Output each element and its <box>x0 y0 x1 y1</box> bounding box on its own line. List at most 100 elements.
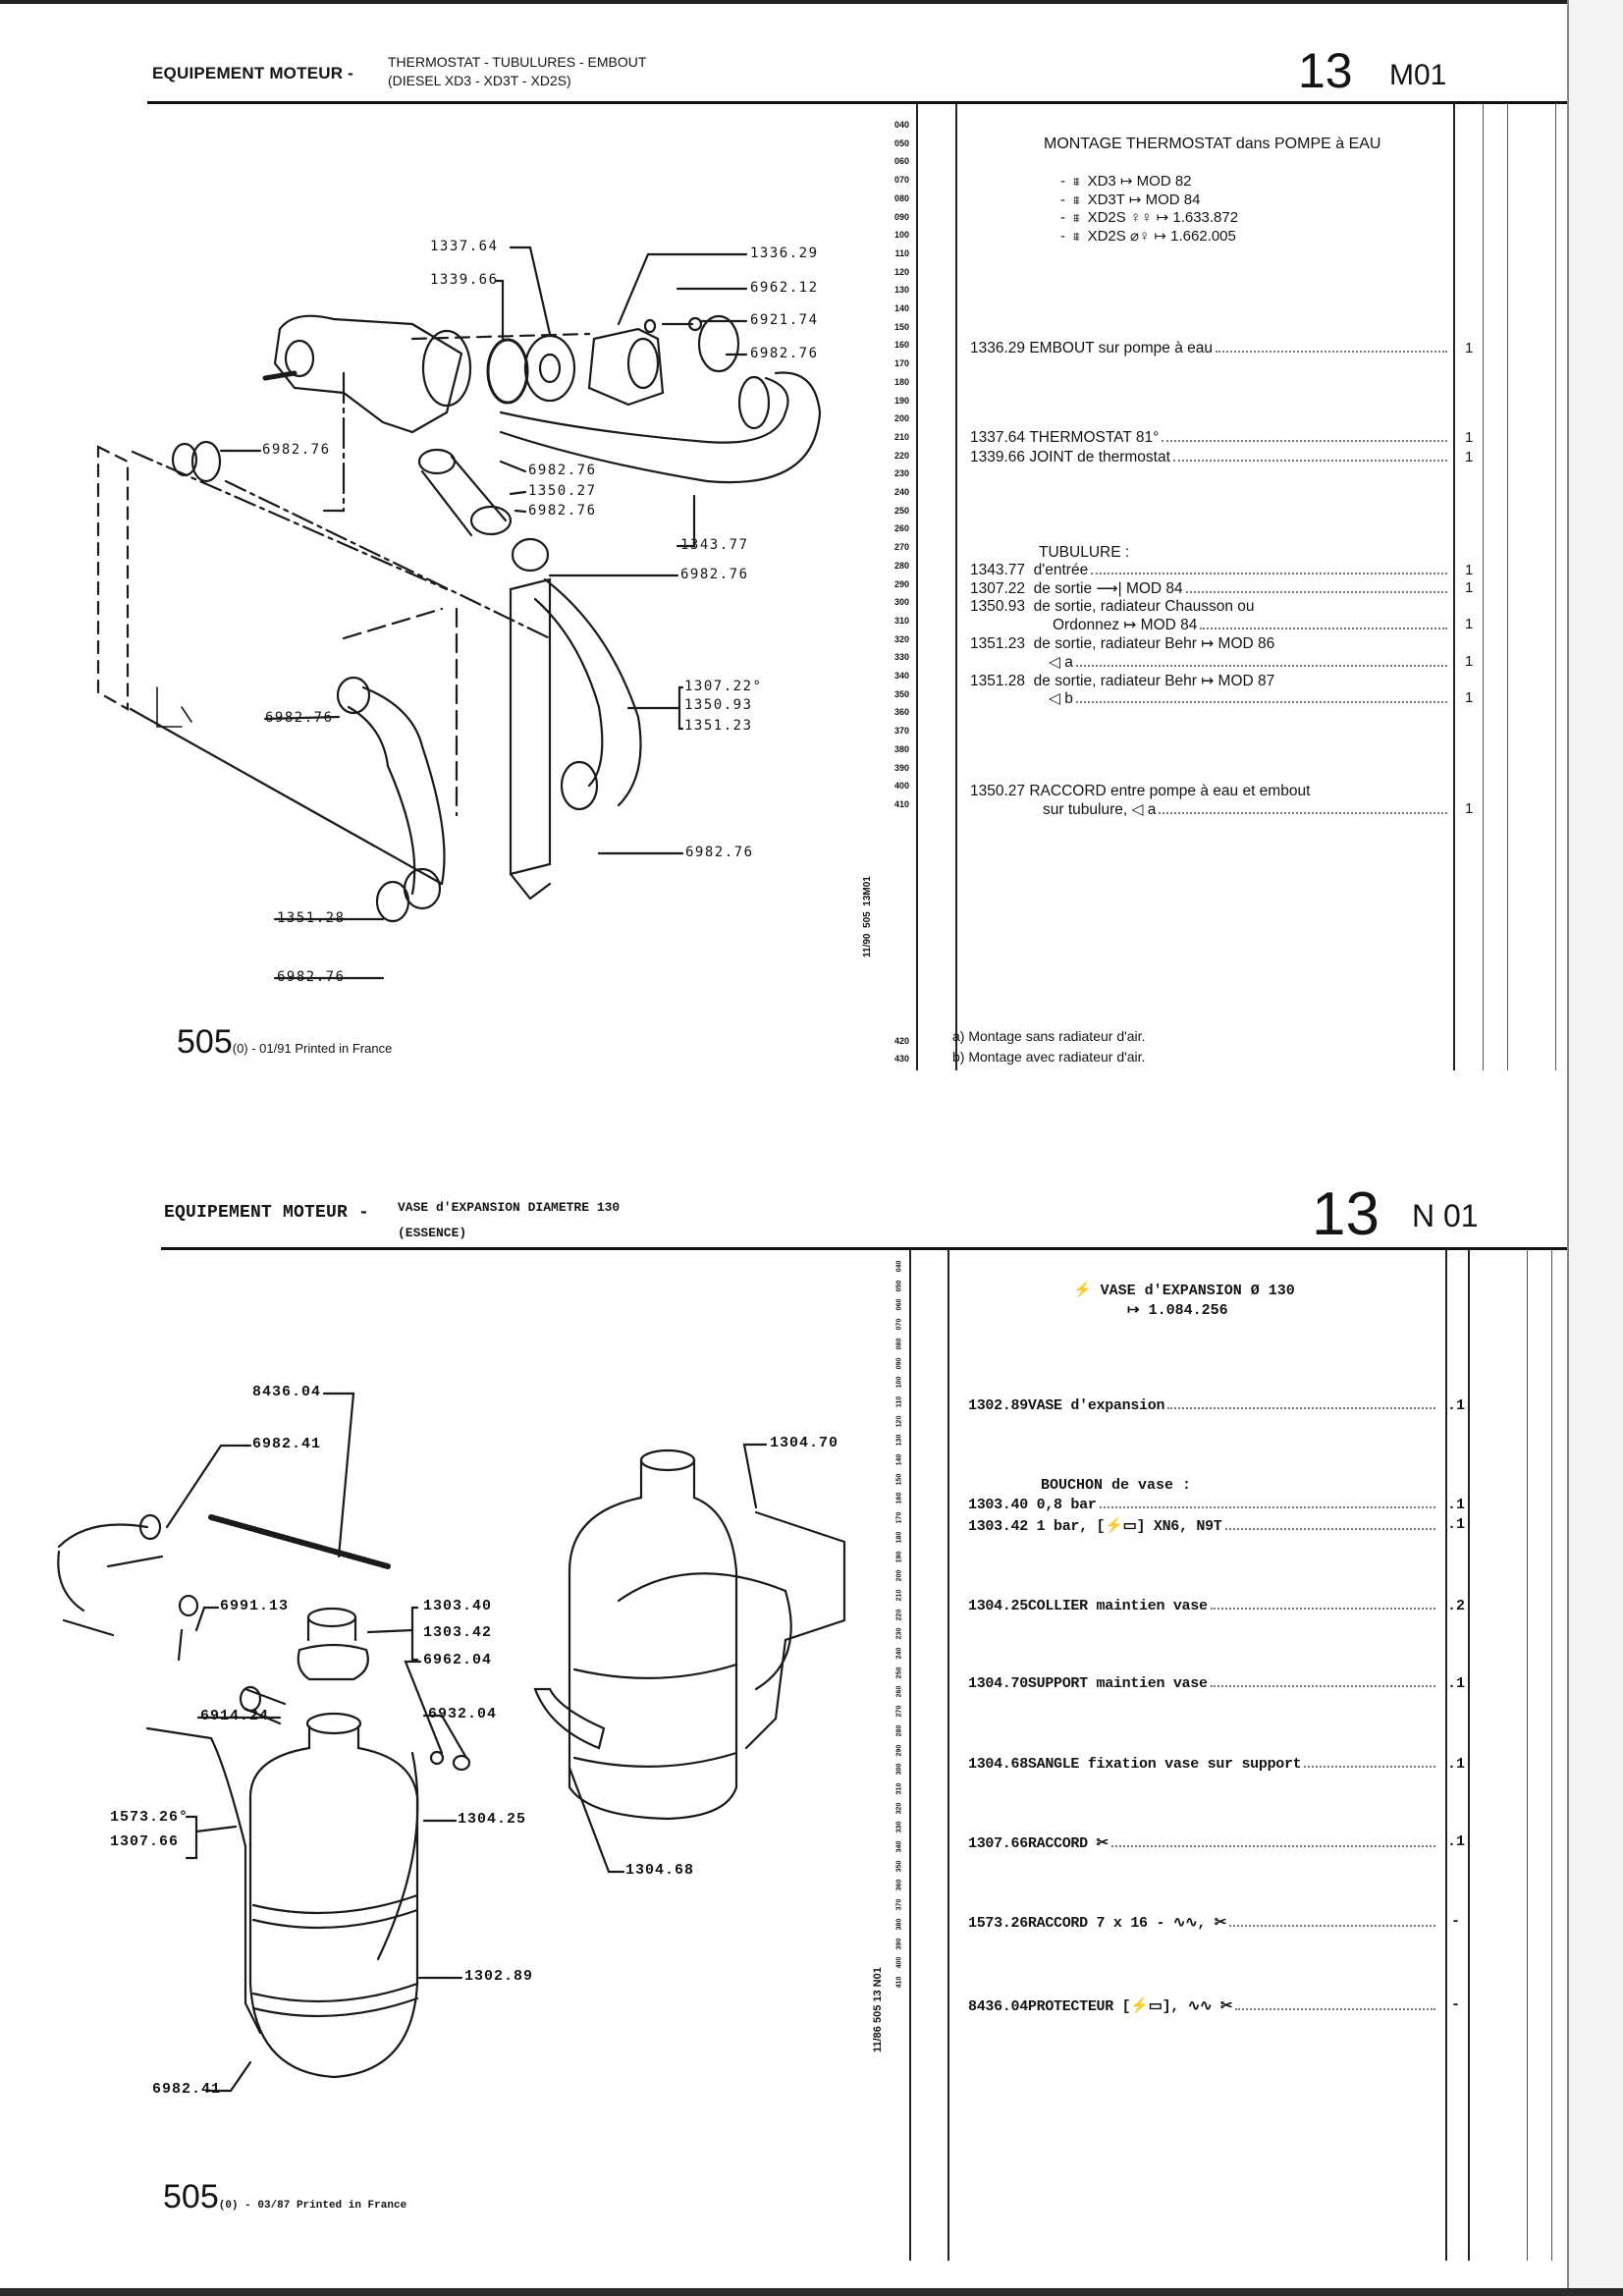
part-row[interactable]: 1350.27 RACCORD entre pompe à eau et emb… <box>970 783 1451 800</box>
page-code: N 01 <box>1412 1198 1479 1233</box>
print-info: (0) - 01/91 Printed in France <box>232 1041 393 1056</box>
line-number: 260 <box>895 1686 903 1698</box>
part-row[interactable]: 1303.42 1 bar, [⚡▭] XN6, N9T <box>968 1516 1439 1535</box>
part-qty: .2 <box>1447 1598 1466 1614</box>
dot-leader <box>1075 665 1447 667</box>
engine-icon: ⩩ <box>1073 211 1080 225</box>
part-row[interactable]: 1351.23 de sortie, radiateur Behr ↦ MOD … <box>970 634 1451 653</box>
part-desc: d'entrée <box>1033 562 1089 578</box>
line-number: 060 <box>895 1299 903 1311</box>
callout-label: 6921.74 <box>750 312 819 328</box>
column-divider <box>1483 103 1484 1070</box>
part-desc: ◁ a <box>1049 654 1073 671</box>
section-header-sub: THERMOSTAT - TUBULURES - EMBOUT (DIESEL … <box>388 53 646 90</box>
line-number: 150 <box>893 321 909 332</box>
line-number: 250 <box>893 505 909 516</box>
part-row[interactable]: 1307.22 de sortie ⟶| MOD 84 <box>970 579 1451 598</box>
header-subtitle-line1: VASE d'EXPANSION DIAMETRE 130 <box>398 1200 621 1215</box>
part-qty: 1 <box>1465 562 1474 578</box>
part-ref: 1304.68 <box>968 1756 1028 1773</box>
callout-label: 6982.76 <box>265 710 334 726</box>
part-desc: JOINT de thermostat <box>1029 449 1170 465</box>
part-row-continuation: ◁ a <box>1049 653 1451 672</box>
group-heading: TUBULURE : <box>1039 544 1130 561</box>
part-ref: 1304.70 <box>968 1675 1028 1692</box>
part-desc: de sortie ⟶| MOD 84 <box>1033 580 1183 597</box>
dot-leader <box>1091 573 1447 574</box>
line-number: 080 <box>895 1338 903 1350</box>
dot-leader <box>1099 1506 1435 1508</box>
line-number: 430 <box>893 1054 909 1064</box>
line-number: 230 <box>893 468 909 479</box>
line-number: 340 <box>893 671 909 681</box>
part-ref: 1350.27 <box>970 783 1026 799</box>
part-ref: 1304.25 <box>968 1598 1028 1614</box>
scan-edge-right <box>1567 0 1623 2296</box>
callout-label: 1303.42 <box>423 1624 493 1641</box>
callout-label: 6982.76 <box>750 346 819 361</box>
line-number: 250 <box>895 1667 903 1679</box>
column-divider <box>1453 103 1455 1070</box>
part-row[interactable]: 1337.64 THERMOSTAT 81° <box>970 429 1451 447</box>
line-number: 290 <box>893 578 909 589</box>
part-row[interactable]: 1336.29 EMBOUT sur pompe à eau <box>970 340 1451 357</box>
line-number: 240 <box>893 487 909 497</box>
column-divider <box>955 103 957 1070</box>
applicability-line: - ⩩XD2S ⌀♀ ↦ 1.662.005 <box>1060 228 1236 245</box>
line-number: 100 <box>895 1376 903 1389</box>
line-number: 210 <box>895 1589 903 1602</box>
column-divider <box>1445 1249 1447 2261</box>
part-row[interactable]: 1351.28 de sortie, radiateur Behr ↦ MOD … <box>970 672 1451 690</box>
line-number: 070 <box>893 175 909 186</box>
line-number: 330 <box>895 1821 903 1833</box>
part-ref: 1573.26 <box>968 1915 1028 1932</box>
line-number: 290 <box>895 1744 903 1756</box>
part-desc: RACCORD entre pompe à eau et embout <box>1029 783 1311 799</box>
part-qty: 1 <box>1465 449 1474 465</box>
dot-leader <box>1224 1528 1435 1530</box>
part-row[interactable]: 1350.93 de sortie, radiateur Chausson ou <box>970 598 1451 616</box>
engine-icon: ⩩ <box>1073 193 1080 207</box>
line-number: 040 <box>893 120 909 130</box>
part-ref: 1307.22 <box>970 580 1026 597</box>
callout-label: 6962.04 <box>423 1652 493 1668</box>
line-number: 230 <box>895 1627 903 1640</box>
dot-leader <box>1210 1608 1435 1610</box>
section-header-sub: VASE d'EXPANSION DIAMETRE 130 (ESSENCE) <box>398 1195 620 1246</box>
part-ref: 1302.89 <box>968 1397 1028 1414</box>
block-title: MONTAGE THERMOSTAT dans POMPE à EAU <box>1044 136 1381 152</box>
side-reference: 11/86 505 13 N01 <box>872 1967 884 2052</box>
callout-label: 6991.13 <box>220 1598 290 1614</box>
column-divider <box>947 1249 949 2261</box>
dot-leader <box>1167 1407 1435 1409</box>
footnote: b) Montage avec radiateur d'air. <box>952 1049 1146 1065</box>
part-desc: VASE d'expansion <box>1027 1397 1165 1414</box>
part-row[interactable]: 1339.66 JOINT de thermostat <box>970 449 1451 466</box>
part-row[interactable]: 1303.40 0,8 bar <box>968 1497 1439 1513</box>
dot-leader <box>1235 2008 1435 2010</box>
print-info: (0) - 03/87 Printed in France <box>218 2200 407 2212</box>
engine-icon: ⩩ <box>1073 175 1080 189</box>
line-number: 350 <box>895 1860 903 1873</box>
line-number: 160 <box>895 1493 903 1504</box>
dot-leader <box>1185 591 1447 593</box>
part-row[interactable]: 1343.77 d'entrée <box>970 562 1451 579</box>
part-ref: 1307.66 <box>968 1835 1028 1852</box>
line-number: 160 <box>893 340 909 351</box>
line-number: 400 <box>895 1956 903 1969</box>
line-number: 270 <box>895 1705 903 1718</box>
line-number: 350 <box>893 688 909 699</box>
part-desc: 0,8 bar <box>1027 1497 1097 1513</box>
dot-leader <box>1162 440 1447 442</box>
part-desc: PROTECTEUR [⚡▭], ∿∿ ✂ <box>1027 1998 1233 2015</box>
model-number: 505 <box>177 1023 233 1061</box>
line-number: 200 <box>895 1569 903 1582</box>
